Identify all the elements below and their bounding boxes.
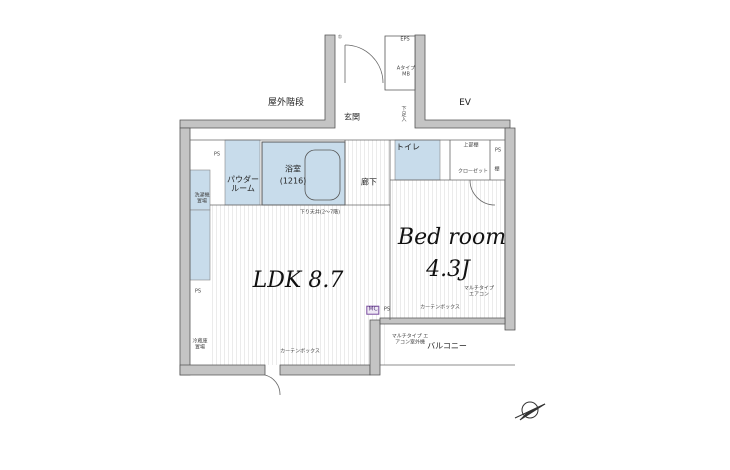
ldk-label: LDK 8.7 [252,267,344,293]
ps-label: PS [383,306,391,313]
shoe-cabinet-label: 下足入 [401,105,407,123]
shelf-label: 棚 [494,166,500,173]
bathroom-size: (1216) [279,176,307,186]
circle-mark: ① [337,34,343,41]
fridge-space-label: 冷蔵庫 置場 [192,338,208,350]
upper-shelf-label: 上部棚 [463,142,479,149]
curtain-box-label: カーテンボックス [420,304,460,311]
corridor-label: 廊下 [361,177,377,187]
lowered-ceiling-label: 下り天井(2～7階) [299,209,341,216]
bathroom-label: 浴室 [285,164,301,174]
outdoor-stairs-label: 屋外階段 [267,98,305,109]
north-compass-icon [514,401,546,421]
ps-label: PS [213,151,221,158]
powder-room-label: パウダー ルーム [227,175,259,193]
eps-label: EPS [400,36,410,43]
entrance-label: 玄関 [344,112,360,122]
bedroom-size: 4.3J [426,256,470,282]
toilet-label: トイレ [396,142,420,152]
meter-box-label: Aタイプ MB [396,65,416,77]
mc-label: MC [366,305,380,315]
bedroom-label: Bed room [397,224,507,250]
washer-space-label: 洗濯機 置場 [194,192,210,204]
aircon-label: マルチタイプ エアコン [463,285,494,297]
aircon-outdoor-label: マルチタイプ エアコン室外機 [391,333,429,345]
ps-label: PS [494,147,502,154]
balcony-label: バルコニー [427,341,467,351]
closet-label: クローゼット [457,168,489,175]
elevator-label: EV [459,98,471,109]
ps-label: PS [194,288,202,295]
curtain-box-label: カーテンボックス [280,348,320,355]
